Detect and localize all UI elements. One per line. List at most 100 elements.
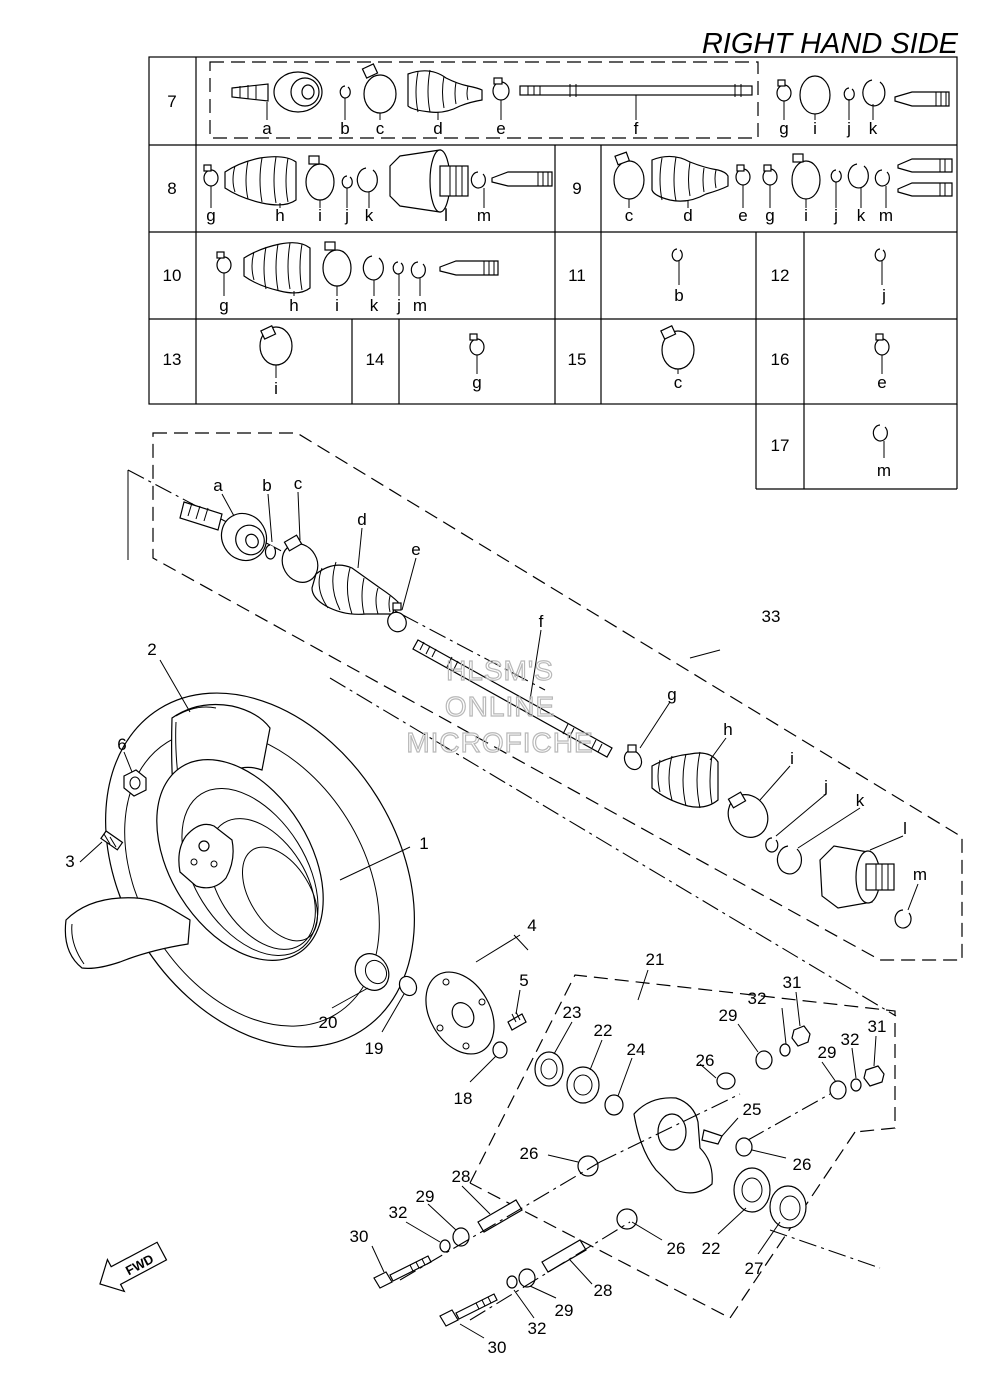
- watermark-line-3: MICROFICHE: [406, 727, 593, 758]
- callout-32-c: 32: [389, 1203, 408, 1222]
- shaft-label-c: c: [294, 474, 303, 493]
- callout-29-b: 29: [818, 1043, 837, 1062]
- callout-25: 25: [743, 1100, 762, 1119]
- shaft-label-b: b: [262, 476, 271, 495]
- kit-ref-7: 7: [167, 92, 176, 111]
- callout-1: 1: [419, 834, 428, 853]
- callout-28-b: 28: [594, 1281, 613, 1300]
- callout-28-a: 28: [452, 1167, 471, 1186]
- driveshaft-leaders: [221, 491, 919, 911]
- callout-22-bottom: 22: [702, 1239, 721, 1258]
- kit-ref-12: 12: [771, 266, 790, 285]
- kit-ref-8: 8: [167, 179, 176, 198]
- kit9-part-m: m: [879, 206, 893, 225]
- callout-26-d: 26: [667, 1239, 686, 1258]
- callout-32-d: 32: [528, 1319, 547, 1338]
- kit-ref-14: 14: [366, 350, 385, 369]
- watermark: HLSM'S ONLINE MICROFICHE: [406, 654, 594, 758]
- kit9-part-g: g: [765, 206, 774, 225]
- kit9-labels: c d e g i j k m: [625, 182, 893, 225]
- callout-3: 3: [65, 852, 74, 871]
- kit10-labels: g h i k j m: [219, 273, 427, 315]
- callout-2: 2: [147, 640, 156, 659]
- kit-ref-17: 17: [771, 436, 790, 455]
- callout-24: 24: [627, 1040, 646, 1059]
- single-part-kits: b j i g c e m: [259, 248, 891, 480]
- callout-31-b: 31: [868, 1017, 887, 1036]
- callout-33: 33: [762, 607, 781, 626]
- kit17-part-m: m: [877, 461, 891, 480]
- shaft-label-d: d: [357, 510, 366, 529]
- shaft-label-a: a: [213, 476, 223, 495]
- callout-4: 4: [527, 916, 536, 935]
- callout-32-b: 32: [841, 1030, 860, 1049]
- callout-23: 23: [563, 1003, 582, 1022]
- kit-ref-9: 9: [572, 179, 581, 198]
- kit9-part-k: k: [857, 206, 866, 225]
- hub-parts: [354, 953, 527, 1059]
- kit14-part-g: g: [472, 373, 481, 392]
- kit-table: [148, 56, 958, 490]
- kit8-labels: g h i j k l m: [206, 186, 491, 225]
- callout-6: 6: [117, 735, 126, 754]
- kit9-part-j: j: [833, 206, 838, 225]
- callout-21: 21: [646, 950, 665, 969]
- shaft-label-h: h: [723, 720, 732, 739]
- kit8-part-k: k: [365, 206, 374, 225]
- kit7-part-e: e: [496, 119, 505, 138]
- callout-numbers: 1 2 3 4 5 6 18 19 20 21 22 22 23 24 25 2…: [65, 607, 886, 1357]
- shaft-label-g: g: [667, 685, 676, 704]
- callout-29-a: 29: [719, 1006, 738, 1025]
- kit12-part-j: j: [881, 286, 886, 305]
- kit11-part-b: b: [674, 286, 683, 305]
- kit7-part-i: i: [813, 119, 817, 138]
- kit7-part-f: f: [634, 119, 639, 138]
- callout-5: 5: [519, 971, 528, 990]
- kit-ref-13: 13: [163, 350, 182, 369]
- kit15-part-c: c: [674, 373, 683, 392]
- kit10-part-j: j: [396, 296, 401, 315]
- kit8-part-m: m: [477, 206, 491, 225]
- kit-ref-11: 11: [568, 266, 586, 285]
- shaft-label-m: m: [913, 865, 927, 884]
- kit9-drawings: [613, 151, 953, 202]
- callout-26-a: 26: [696, 1051, 715, 1070]
- kit7-part-c: c: [376, 119, 385, 138]
- kit9-part-i: i: [804, 206, 808, 225]
- kit-ref-10: 10: [163, 266, 182, 285]
- kit7-drawings: [231, 63, 950, 115]
- kit8-drawings: [203, 149, 553, 213]
- fwd-arrow: FWD: [99, 1241, 168, 1293]
- kit8-part-g: g: [206, 206, 215, 225]
- watermark-line-1: HLSM'S: [446, 655, 554, 686]
- shaft-label-i: i: [790, 749, 794, 768]
- kit7-labels: a b c d e f g i j k: [262, 95, 878, 138]
- kit-ref-16: 16: [771, 350, 790, 369]
- shaft-label-j: j: [823, 777, 828, 796]
- kit7-part-d: d: [433, 119, 442, 138]
- kit13-part-i: i: [274, 379, 278, 398]
- kit7-part-k: k: [869, 119, 878, 138]
- kit16-part-e: e: [877, 373, 886, 392]
- knuckle-group: [373, 974, 896, 1327]
- kit7-part-b: b: [340, 119, 349, 138]
- kit9-part-e: e: [738, 206, 747, 225]
- shaft-label-l: l: [903, 819, 907, 838]
- kit10-part-h: h: [289, 296, 298, 315]
- callout-30-b: 30: [488, 1338, 507, 1357]
- callout-27: 27: [745, 1259, 764, 1278]
- kit10-part-k: k: [370, 296, 379, 315]
- driveshaft-parts: [179, 501, 912, 929]
- wheel-and-tire: [64, 692, 415, 1048]
- kit8-part-i: i: [318, 206, 322, 225]
- kit10-drawings: [216, 241, 499, 294]
- kit-ref-15: 15: [568, 350, 587, 369]
- callout-leaders: [79, 659, 877, 1339]
- callout-32-a: 32: [748, 989, 767, 1008]
- callout-30-a: 30: [350, 1227, 369, 1246]
- callout-26-c: 26: [793, 1155, 812, 1174]
- diagram-title: RIGHT HAND SIDE: [702, 28, 959, 60]
- callout-26-b: 26: [520, 1144, 539, 1163]
- callout-19: 19: [365, 1039, 384, 1058]
